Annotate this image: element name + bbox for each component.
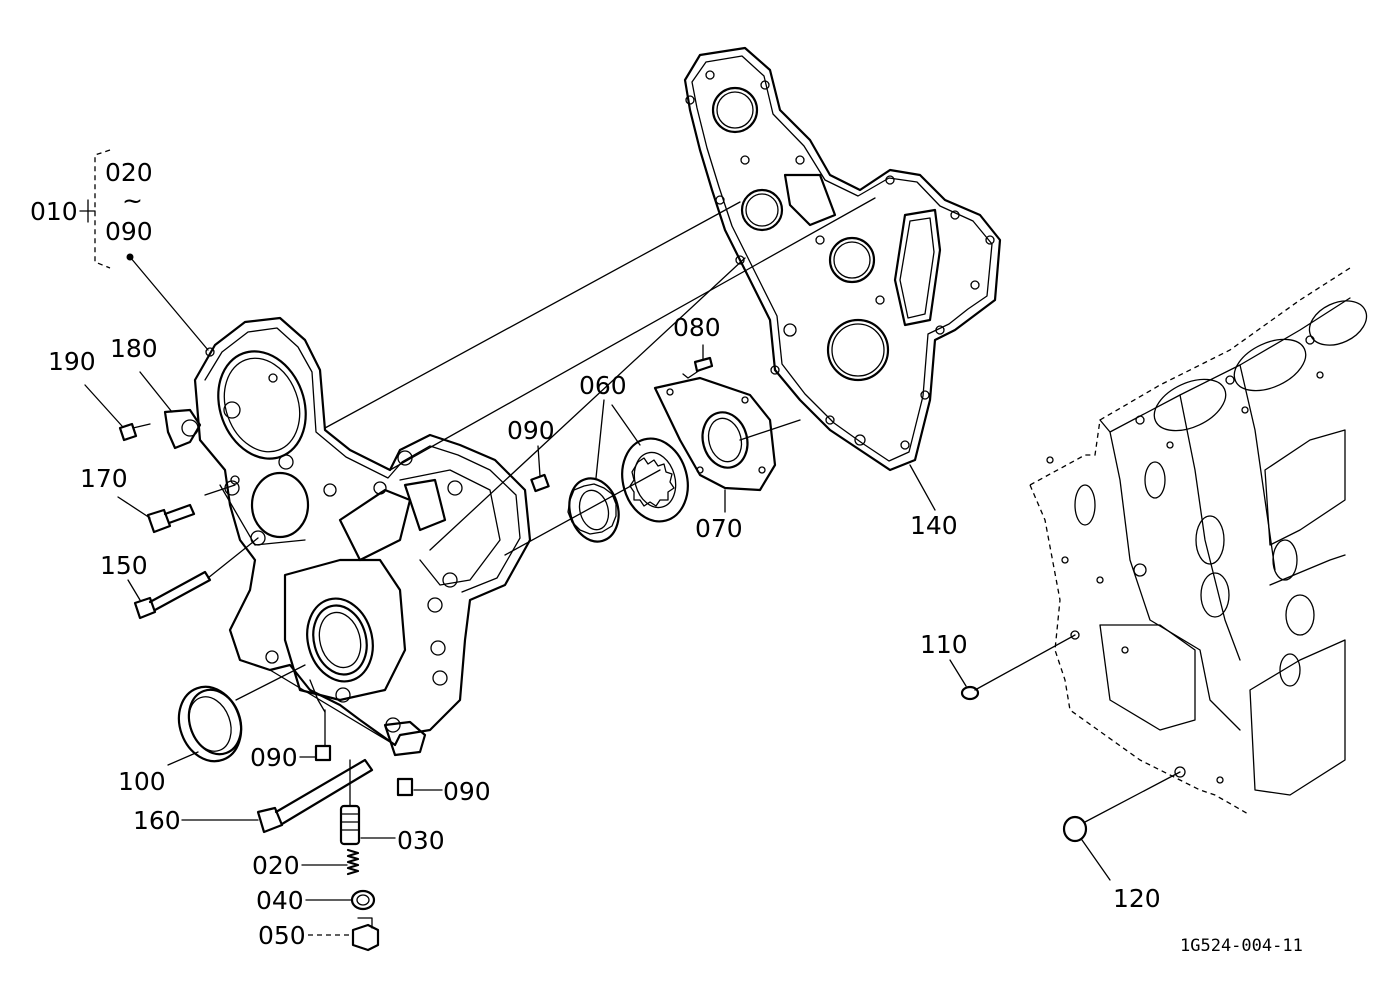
assembly-lines: [204, 197, 1181, 823]
callout-170: 170: [80, 464, 128, 493]
screw-080-drawing: [682, 356, 714, 379]
cylinder-block-drawing: [1029, 267, 1368, 816]
washer-040-drawing: [350, 889, 376, 911]
callout-070: 070: [695, 514, 743, 543]
callout-050: 050: [258, 921, 306, 950]
gasket-140-drawing: [683, 46, 1002, 472]
callout-180: 180: [110, 334, 158, 363]
o-ring-120-drawing: [1062, 815, 1088, 843]
callout-020: 020: [252, 851, 300, 880]
callout-110: 110: [920, 630, 968, 659]
callout-010: 010: [30, 197, 78, 226]
callout-090-left: 090: [250, 743, 298, 772]
pump-rotor-060-drawing: [567, 437, 689, 543]
plug-050-drawing: [351, 917, 380, 952]
callout-080: 080: [673, 313, 721, 342]
drawing-reference-code: 1G524-004-11: [1180, 936, 1303, 956]
callout-090-center: 090: [507, 416, 555, 445]
callout-090-range-end: 090: [105, 217, 153, 246]
callout-140: 140: [910, 511, 958, 540]
relief-valve-030-drawing: [339, 804, 361, 846]
callout-160: 160: [133, 806, 181, 835]
gear-case-010-drawing: [193, 316, 532, 757]
callout-020-range-start: 020: [105, 158, 153, 187]
callout-120: 120: [1113, 884, 1161, 913]
oil-seal-100-drawing: [177, 685, 243, 763]
callout-range-tilde: ~: [122, 186, 143, 215]
callout-090-bottom: 090: [443, 777, 491, 806]
pump-cover-070-drawing: [653, 376, 777, 492]
callout-030: 030: [397, 826, 445, 855]
callout-190: 190: [48, 347, 96, 376]
dowel-pins-090-drawing: [314, 473, 550, 797]
bolt-170-drawing: [146, 503, 196, 534]
callout-060: 060: [579, 371, 627, 400]
callout-150: 150: [100, 551, 148, 580]
sensor-180-drawing: [163, 408, 202, 450]
leader-lines: [79, 149, 1111, 936]
callout-040: 040: [256, 886, 304, 915]
o-ring-110-drawing: [960, 685, 980, 701]
screw-190-drawing: [118, 422, 151, 442]
bolt-160-drawing: [256, 758, 374, 834]
callout-100: 100: [118, 767, 166, 796]
bolt-150-drawing: [133, 570, 212, 620]
spring-020-drawing: [346, 848, 360, 876]
